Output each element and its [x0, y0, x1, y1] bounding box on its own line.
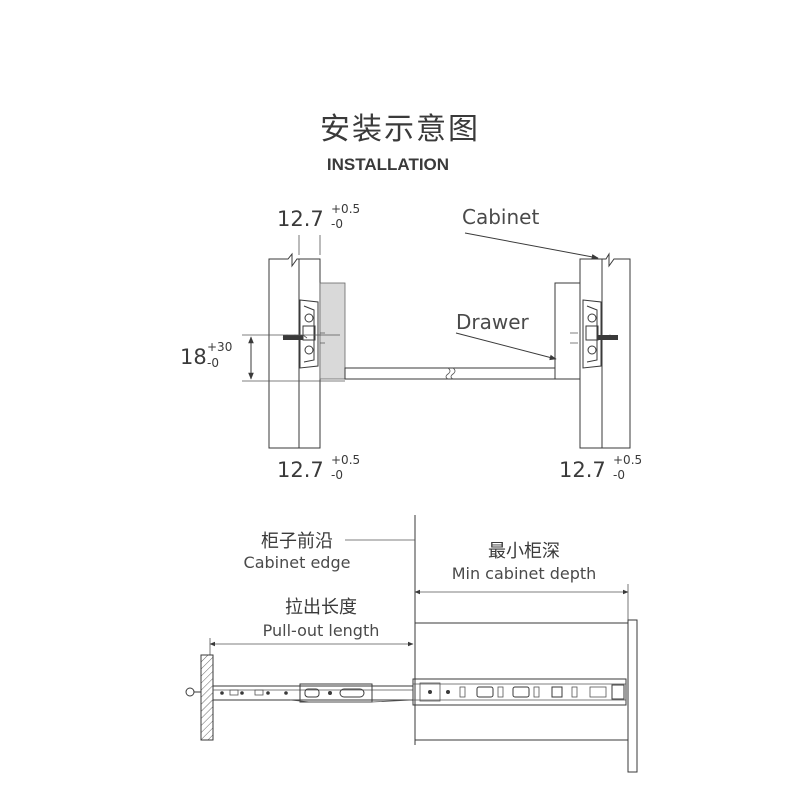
- dim-height: 18 +30 -0: [180, 340, 232, 370]
- svg-text:12.7: 12.7: [277, 458, 324, 482]
- cabinet-leader-line: [464, 232, 599, 260]
- right-cabinet-wall: [601, 252, 631, 449]
- svg-text:+0.5: +0.5: [331, 453, 360, 467]
- min-depth-label-en: Min cabinet depth: [452, 564, 597, 583]
- svg-text:-0: -0: [331, 217, 343, 231]
- cabinet-edge-label-en: Cabinet edge: [244, 553, 351, 572]
- drawer-side-panel: [319, 282, 346, 380]
- svg-text:+30: +30: [207, 340, 232, 354]
- svg-text:+0.5: +0.5: [613, 453, 642, 467]
- drawer-label: Drawer: [456, 310, 530, 334]
- title-english: INSTALLATION: [327, 155, 449, 174]
- top-cross-section: [242, 232, 631, 449]
- side-view: [185, 515, 638, 773]
- min-depth-label-zh: 最小柜深: [488, 541, 560, 562]
- svg-text:12.7: 12.7: [559, 458, 606, 482]
- drawer-knob: [185, 687, 195, 697]
- right-slide-rail: [570, 299, 618, 369]
- svg-text:-0: -0: [613, 468, 625, 482]
- drawer-front: [200, 654, 214, 741]
- right-drawer-side: [554, 282, 581, 380]
- svg-text:18: 18: [180, 345, 207, 369]
- pullout-label-zh: 拉出长度: [285, 597, 357, 618]
- dim-bottom-right: 12.7 +0.5 -0: [559, 453, 642, 482]
- svg-text:-0: -0: [207, 356, 219, 370]
- dim-bottom-left: 12.7 +0.5 -0: [277, 453, 360, 482]
- left-cabinet-wall: [268, 252, 300, 449]
- cabinet-back: [627, 619, 638, 773]
- svg-text:-0: -0: [331, 468, 343, 482]
- pullout-label-en: Pull-out length: [263, 621, 380, 640]
- title-chinese: 安装示意图: [320, 112, 480, 147]
- cabinet-slide-rail: [412, 678, 627, 706]
- cabinet-body: [414, 622, 629, 741]
- cabinet-label: Cabinet: [462, 205, 539, 229]
- dim-top-left: 12.7 +0.5 -0: [277, 202, 360, 231]
- svg-text:12.7: 12.7: [277, 207, 324, 231]
- cabinet-edge-label-zh: 柜子前沿: [261, 531, 333, 552]
- svg-text:+0.5: +0.5: [331, 202, 360, 216]
- drawer-leader-line: [455, 332, 557, 361]
- extended-slide-rail: [212, 683, 414, 703]
